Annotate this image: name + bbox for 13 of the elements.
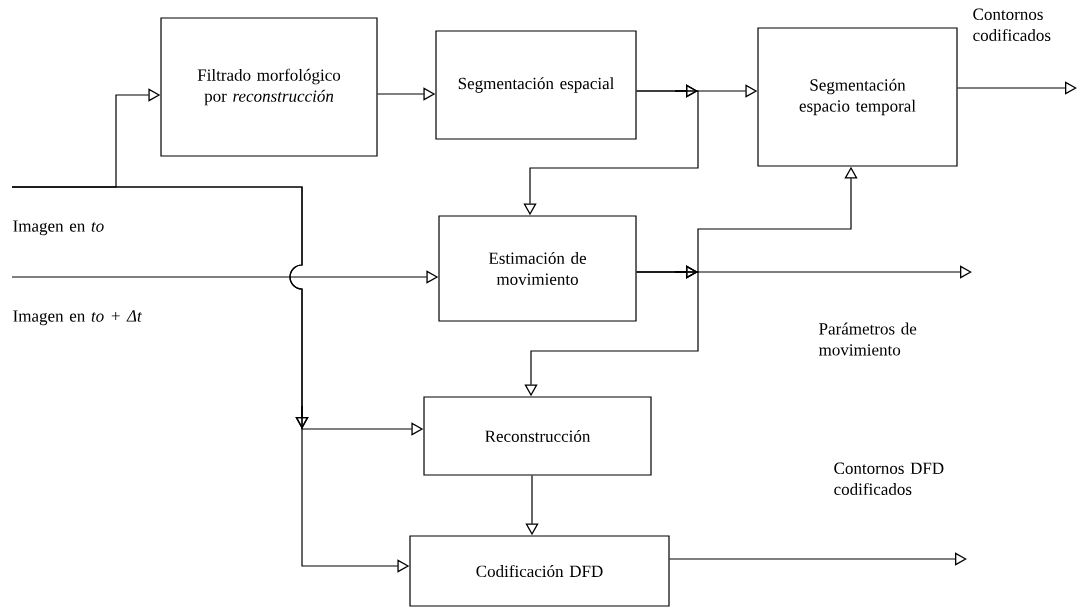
process-box: Codificación DFD: [409, 535, 670, 607]
arrow: [957, 81, 1077, 95]
output-label: Contornos DFD codificados: [834, 462, 944, 495]
input-label: Imagen en to + Δt: [13, 310, 143, 326]
arrow: [669, 552, 967, 566]
output-label: Contornos codificados: [973, 8, 1051, 41]
process-box: Filtrado morfológico por reconstrucción: [160, 17, 378, 157]
process-box: Segmentación espacial: [435, 30, 637, 140]
process-box: Reconstrucción: [423, 396, 652, 476]
input-label: Imagen en to: [13, 220, 104, 236]
process-box: Estimación de movimiento: [438, 215, 637, 322]
output-label: Parámetros de movimiento: [818, 322, 917, 356]
process-box: Segmentación espacio temporal: [757, 27, 958, 167]
